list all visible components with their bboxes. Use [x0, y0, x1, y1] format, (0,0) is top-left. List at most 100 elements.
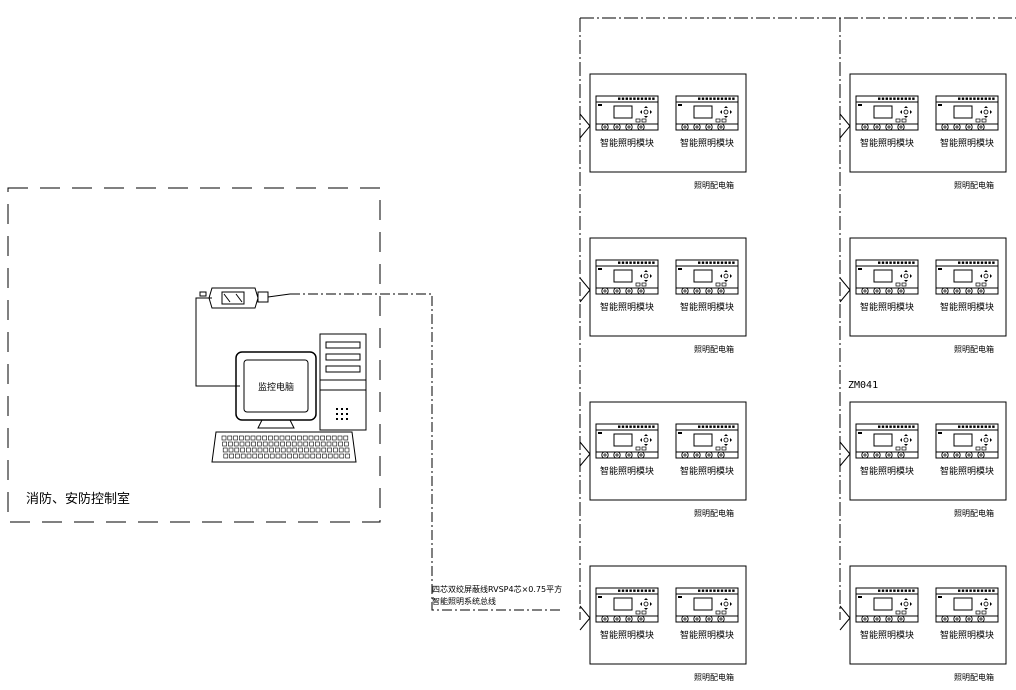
- system-bus-trunk: [290, 293, 562, 611]
- keyboard-key: [309, 441, 314, 447]
- keyboard-key: [320, 435, 325, 441]
- lighting-module: 智能照明模块: [595, 423, 659, 477]
- keyboard-key: [222, 441, 227, 447]
- lighting-distribution-box: 智能照明模块智能照明模块照明配电箱: [839, 565, 1007, 682]
- lighting-module: 智能照明模块: [855, 587, 919, 641]
- keyboard-key: [321, 447, 327, 453]
- lighting-module: 智能照明模块: [595, 587, 659, 641]
- keyboard-key: [275, 447, 280, 453]
- keyboard-key: [233, 435, 238, 441]
- keyboard-key: [298, 447, 303, 453]
- keyboard-key: [304, 453, 310, 459]
- keyboard-key: [298, 453, 304, 459]
- keyboard-key: [285, 435, 291, 441]
- lighting-module-label: 智能照明模块: [940, 301, 994, 313]
- distribution-box-label: 照明配电箱: [954, 180, 994, 190]
- bus-cable-spec-label: 四芯双绞屏蔽线RVSP4芯×0.75平方: [432, 584, 562, 594]
- control-room-label: 消防、安防控制室: [26, 491, 130, 507]
- keyboard-key: [250, 435, 256, 441]
- lighting-module: 智能照明模块: [935, 95, 999, 149]
- keyboard-key: [256, 435, 262, 441]
- lighting-module: 智能照明模块: [595, 95, 659, 149]
- lighting-distribution-box: 智能照明模块智能照明模块照明配电箱: [579, 237, 747, 354]
- gateway-computer-link: [195, 297, 240, 387]
- lighting-module: 智能照明模块: [855, 423, 919, 477]
- keyboard-key: [333, 447, 338, 453]
- keyboard-key: [327, 447, 332, 453]
- keyboard-key: [239, 441, 245, 447]
- lighting-module-label: 智能照明模块: [940, 137, 994, 149]
- keyboard-key: [326, 435, 331, 441]
- keyboard-key: [316, 453, 321, 459]
- keyboard-key: [251, 441, 256, 447]
- keyboard-key: [274, 441, 280, 447]
- keyboard-key: [332, 441, 338, 447]
- lighting-module-label: 智能照明模块: [680, 465, 734, 477]
- keyboard-key: [264, 453, 269, 459]
- keyboard-key: [302, 435, 308, 441]
- keyboard-key: [273, 435, 279, 441]
- keyboard-key: [345, 453, 350, 459]
- keyboard-key: [252, 453, 258, 459]
- lighting-distribution-box: 智能照明模块智能照明模块照明配电箱: [579, 73, 747, 190]
- control-room-boundary: [7, 187, 381, 523]
- keyboard-key: [315, 441, 320, 447]
- keyboard-key: [322, 453, 327, 459]
- keyboard-key: [244, 435, 250, 441]
- keyboard-key: [240, 447, 245, 453]
- distribution-box-label: 照明配电箱: [694, 344, 734, 354]
- keyboard-key: [262, 435, 267, 441]
- bus-cable-name-label: 智能照明系统总线: [432, 596, 496, 606]
- lighting-module-label: 智能照明模块: [860, 301, 914, 313]
- lighting-module: 智能照明模块: [935, 587, 999, 641]
- keyboard-key: [233, 441, 239, 447]
- lighting-module-label: 智能照明模块: [940, 465, 994, 477]
- lighting-module-label: 智能照明模块: [860, 629, 914, 641]
- lighting-module: 智能照明模块: [935, 259, 999, 313]
- lighting-module-label: 智能照明模块: [860, 465, 914, 477]
- keyboard-icon: [211, 431, 357, 463]
- keyboard-key: [275, 453, 281, 459]
- keyboard-key: [240, 453, 246, 459]
- computer-tower-icon: [319, 333, 367, 431]
- keyboard-key: [228, 447, 234, 453]
- distribution-box-label: 照明配电箱: [954, 344, 994, 354]
- lighting-module: 智能照明模块: [595, 259, 659, 313]
- lighting-module: 智能照明模块: [935, 423, 999, 477]
- distribution-box-label: 照明配电箱: [954, 672, 994, 682]
- distribution-box-label: 照明配电箱: [694, 672, 734, 682]
- keyboard-key: [309, 447, 315, 453]
- keyboard-key: [297, 441, 303, 447]
- lighting-module-label: 智能照明模块: [680, 301, 734, 313]
- keyboard-key: [308, 435, 314, 441]
- keyboard-key: [239, 435, 244, 441]
- keyboard-key: [269, 447, 274, 453]
- keyboard-key: [229, 453, 234, 459]
- lighting-distribution-box: 智能照明模块智能照明模块照明配电箱: [579, 565, 747, 682]
- keyboard-key: [286, 441, 291, 447]
- keyboard-key: [280, 447, 286, 453]
- keyboard-key: [268, 435, 273, 441]
- keyboard-key: [269, 453, 275, 459]
- keyboard-key: [297, 435, 302, 441]
- keyboard-key: [287, 453, 292, 459]
- lighting-module: 智能照明模块: [675, 423, 739, 477]
- keyboard-key: [331, 435, 337, 441]
- keyboard-key: [291, 441, 297, 447]
- keyboard-key: [228, 441, 233, 447]
- keyboard-key: [310, 453, 316, 459]
- keyboard-key: [315, 447, 321, 453]
- lighting-module-label: 智能照明模块: [860, 137, 914, 149]
- lighting-module-label: 智能照明模块: [600, 629, 654, 641]
- keyboard-key: [246, 453, 252, 459]
- keyboard-key: [286, 447, 292, 453]
- keyboard-key: [234, 447, 240, 453]
- keyboard-key: [304, 447, 309, 453]
- keyboard-key: [292, 447, 298, 453]
- keyboard-key: [333, 453, 339, 459]
- keyboard-key: [327, 453, 333, 459]
- keyboard-key: [293, 453, 298, 459]
